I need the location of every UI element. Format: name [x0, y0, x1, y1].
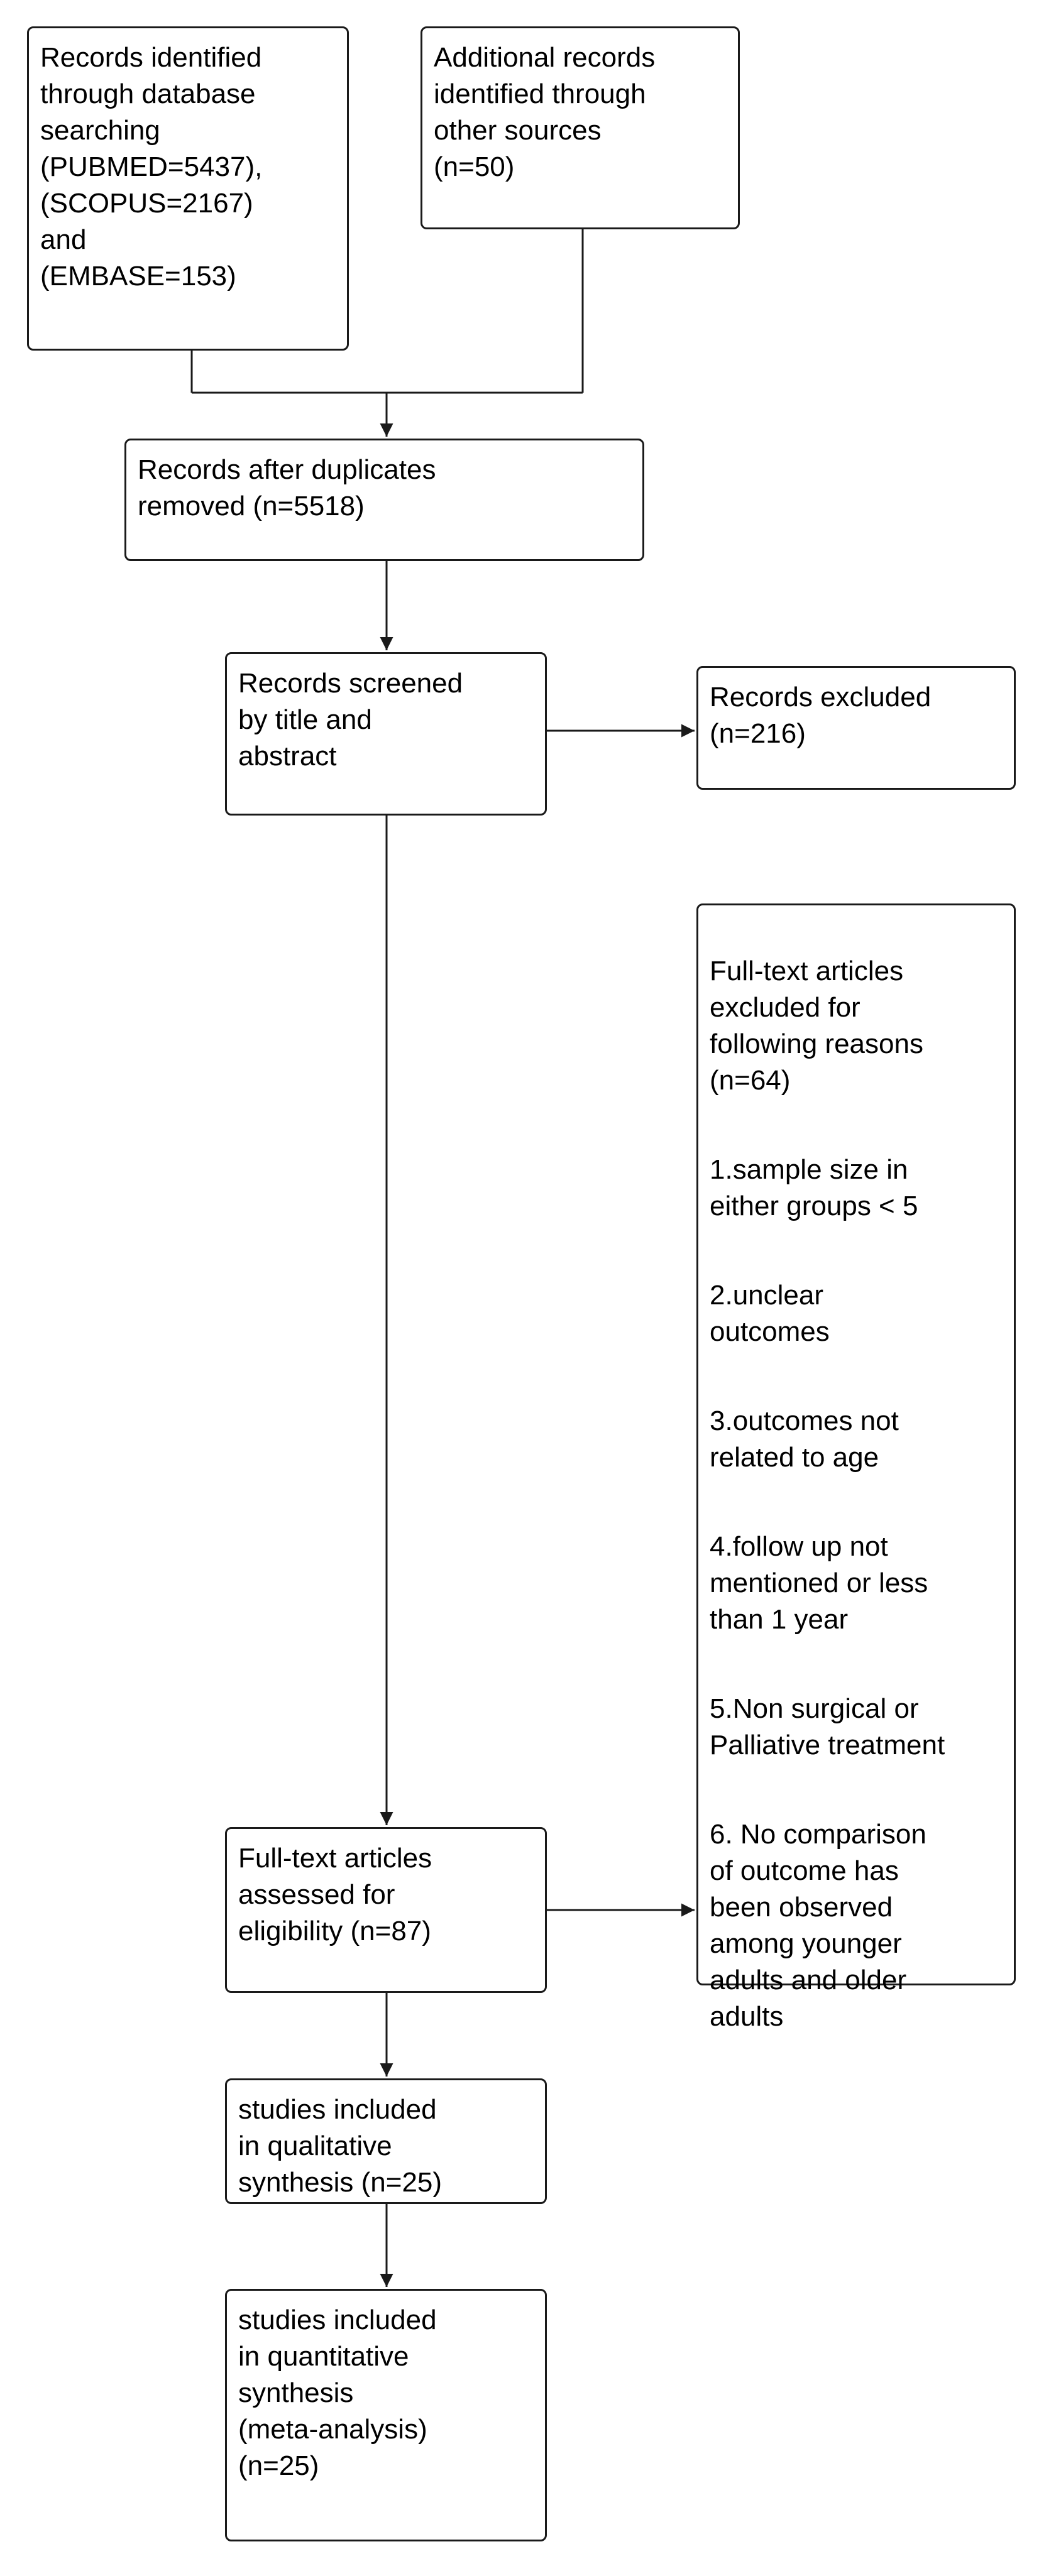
- exclusion-reason-3: 3.outcomes not related to age: [710, 1405, 899, 1473]
- additional-records-box: Additional records identified through ot…: [421, 26, 740, 229]
- records-excluded-box: Records excluded (n=216): [696, 666, 1016, 790]
- exclusion-reason-2: 2.unclear outcomes: [710, 1280, 830, 1347]
- records-after-duplicates-box: Records after duplicates removed (n=5518…: [124, 439, 644, 561]
- exclusion-reason-5: 5.Non surgical or Palliative treatment: [710, 1693, 945, 1760]
- fulltext-excluded-heading: Full-text articles excluded for followin…: [710, 956, 923, 1096]
- quantitative-synthesis-box: studies included in quantitative synthes…: [225, 2289, 547, 2541]
- qualitative-synthesis-box: studies included in qualitative synthesi…: [225, 2078, 547, 2204]
- fulltext-assessed-box: Full-text articles assessed for eligibil…: [225, 1827, 547, 1993]
- fulltext-excluded-box: Full-text articles excluded for followin…: [696, 903, 1016, 2032]
- exclusion-reason-1: 1.sample size in either groups < 5: [710, 1154, 918, 1221]
- records-identified-database-box: Records identified through database sear…: [27, 26, 349, 351]
- exclusion-reason-4: 4.follow up not mentioned or less than 1…: [710, 1531, 928, 1635]
- records-screened-box: Records screened by title and abstract: [225, 652, 547, 816]
- exclusion-reason-6: 6. No comparison of outcome has been obs…: [710, 1819, 926, 2032]
